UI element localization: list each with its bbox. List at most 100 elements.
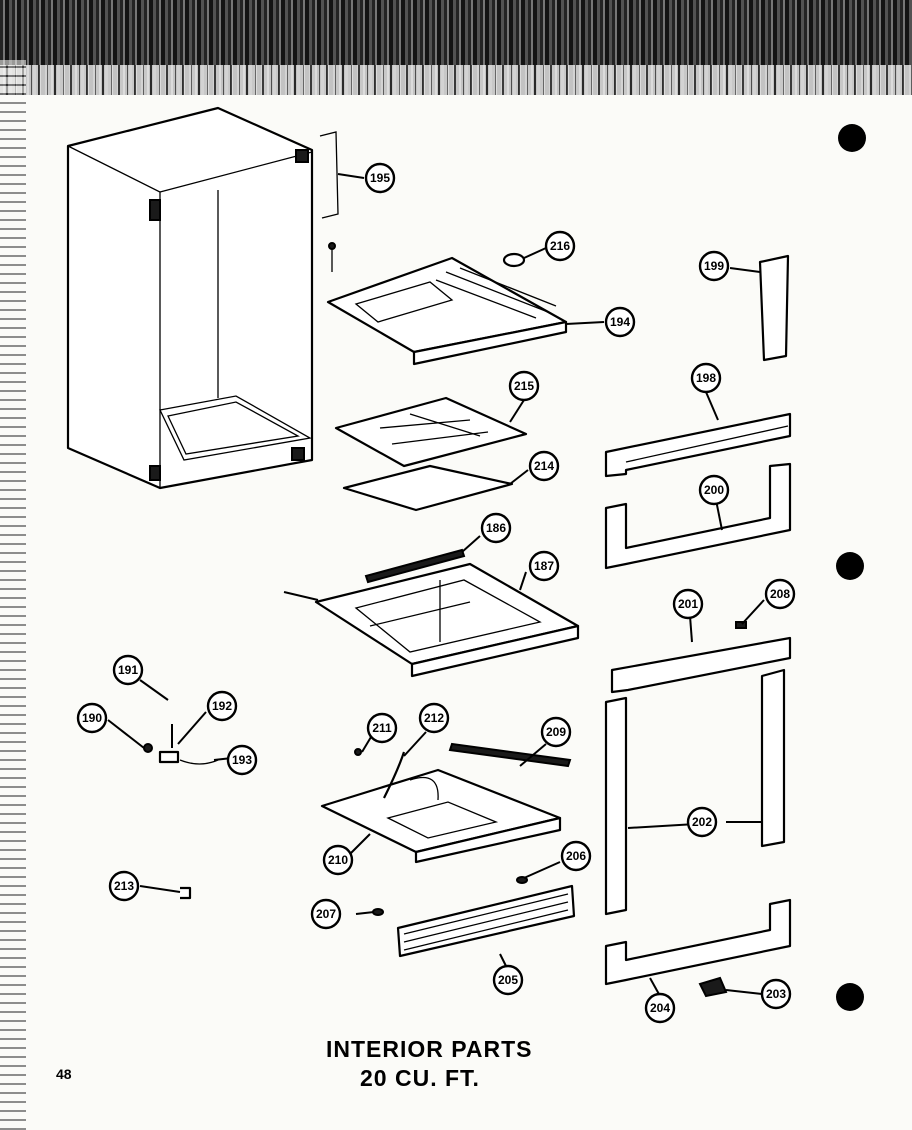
callout-number: 193: [232, 753, 252, 767]
callout-207: 207: [310, 898, 342, 930]
callout-number: 187: [534, 559, 554, 573]
callout-number: 200: [704, 483, 724, 497]
door-bin-200: [604, 462, 792, 570]
side-panel-202-right: [760, 668, 786, 848]
callout-193: 193: [226, 744, 258, 776]
callout-212: 212: [418, 702, 450, 734]
callout-206: 206: [560, 840, 592, 872]
callout-number: 199: [704, 259, 724, 273]
page-number: 48: [56, 1066, 72, 1082]
diagram-subtitle: 20 CU. FT.: [360, 1065, 480, 1091]
callout-balloon: [604, 306, 636, 338]
insulation-texture: [379, 413, 489, 445]
clip-207: [372, 908, 384, 916]
callout-214: 214: [528, 450, 560, 482]
callout-201: 201: [672, 588, 704, 620]
callout-balloon: [226, 744, 258, 776]
callout-number: 194: [610, 315, 630, 329]
trim-strip-199: [758, 254, 790, 362]
callout-number: 186: [486, 521, 506, 535]
glass-panel-214: [342, 464, 514, 512]
callout-balloon: [698, 250, 730, 282]
callout-number: 195: [370, 171, 390, 185]
callout-216: 216: [544, 230, 576, 262]
shelf-knob-216: [502, 252, 526, 268]
callout-balloon: [540, 716, 572, 748]
binder-hole-bottom: [836, 983, 864, 1011]
cap-203: [698, 976, 728, 998]
crisper-frame-187: [283, 562, 580, 678]
callout-balloon: [76, 702, 108, 734]
callout-balloon: [544, 230, 576, 262]
door-bar-201: [610, 636, 792, 694]
callout-number: 214: [534, 459, 554, 473]
callout-number: 191: [118, 663, 138, 677]
callout-192: 192: [206, 690, 238, 722]
insulation-pad-215: [334, 396, 528, 468]
callout-balloon: [480, 512, 512, 544]
callout-202: 202: [686, 806, 718, 838]
top-shelf-194: [326, 242, 568, 366]
binder-hole-top: [838, 124, 866, 152]
callout-balloon: [698, 474, 730, 506]
callout-balloon: [644, 992, 676, 1024]
callout-number: 206: [566, 849, 586, 863]
callout-balloon: [322, 844, 354, 876]
callout-balloon: [690, 362, 722, 394]
cabinet-liner: [66, 106, 314, 490]
callout-balloon: [492, 964, 524, 996]
side-panel-202-left: [604, 696, 628, 916]
callout-215: 215: [508, 370, 540, 402]
binder-hole-middle: [836, 552, 864, 580]
callout-204: 204: [644, 992, 676, 1024]
callout-number: 216: [550, 239, 570, 253]
callout-number: 201: [678, 597, 698, 611]
callout-194: 194: [604, 306, 636, 338]
callout-balloon: [528, 550, 560, 582]
callout-balloon: [508, 370, 540, 402]
callout-number: 212: [424, 711, 444, 725]
callout-213: 213: [108, 870, 140, 902]
clip-208: [735, 621, 747, 629]
trim-strip-195: [319, 131, 339, 219]
scan-noise-left-edge: [0, 60, 26, 1130]
callout-balloon: [310, 898, 342, 930]
rail-209: [448, 742, 572, 768]
leader-lines: [107, 173, 765, 997]
callout-187: 187: [528, 550, 560, 582]
callout-balloon: [528, 450, 560, 482]
callout-199: 199: [698, 250, 730, 282]
callout-number: 205: [498, 973, 518, 987]
callout-number: 207: [316, 907, 336, 921]
callout-balloon: [112, 654, 144, 686]
callout-balloons: 195 216 194 199 215 198 214 200 186 187 201 208 191 1…: [76, 162, 796, 1024]
callout-210: 210: [322, 844, 354, 876]
callout-balloon: [366, 712, 398, 744]
callout-200: 200: [698, 474, 730, 506]
callout-balloon: [364, 162, 396, 194]
screw-211: [354, 748, 362, 756]
door-shelf-204: [604, 898, 792, 986]
callout-balloon: [418, 702, 450, 734]
callout-number: 192: [212, 699, 232, 713]
hinge-hardware: [143, 724, 219, 765]
callout-190: 190: [76, 702, 108, 734]
spring-212: [383, 751, 406, 799]
callout-191: 191: [112, 654, 144, 686]
callout-balloon: [108, 870, 140, 902]
callout-186: 186: [480, 512, 512, 544]
callout-balloon: [672, 588, 704, 620]
callout-205: 205: [492, 964, 524, 996]
callout-number: 213: [114, 879, 134, 893]
callout-203: 203: [760, 978, 792, 1010]
clip-213: [180, 886, 192, 900]
callout-211: 211: [366, 712, 398, 744]
callout-number: 202: [692, 815, 712, 829]
callout-208: 208: [764, 578, 796, 610]
callout-number: 190: [82, 711, 102, 725]
callout-number: 210: [328, 853, 348, 867]
callout-number: 204: [650, 1001, 670, 1015]
callout-number: 211: [372, 721, 392, 735]
callout-198: 198: [690, 362, 722, 394]
